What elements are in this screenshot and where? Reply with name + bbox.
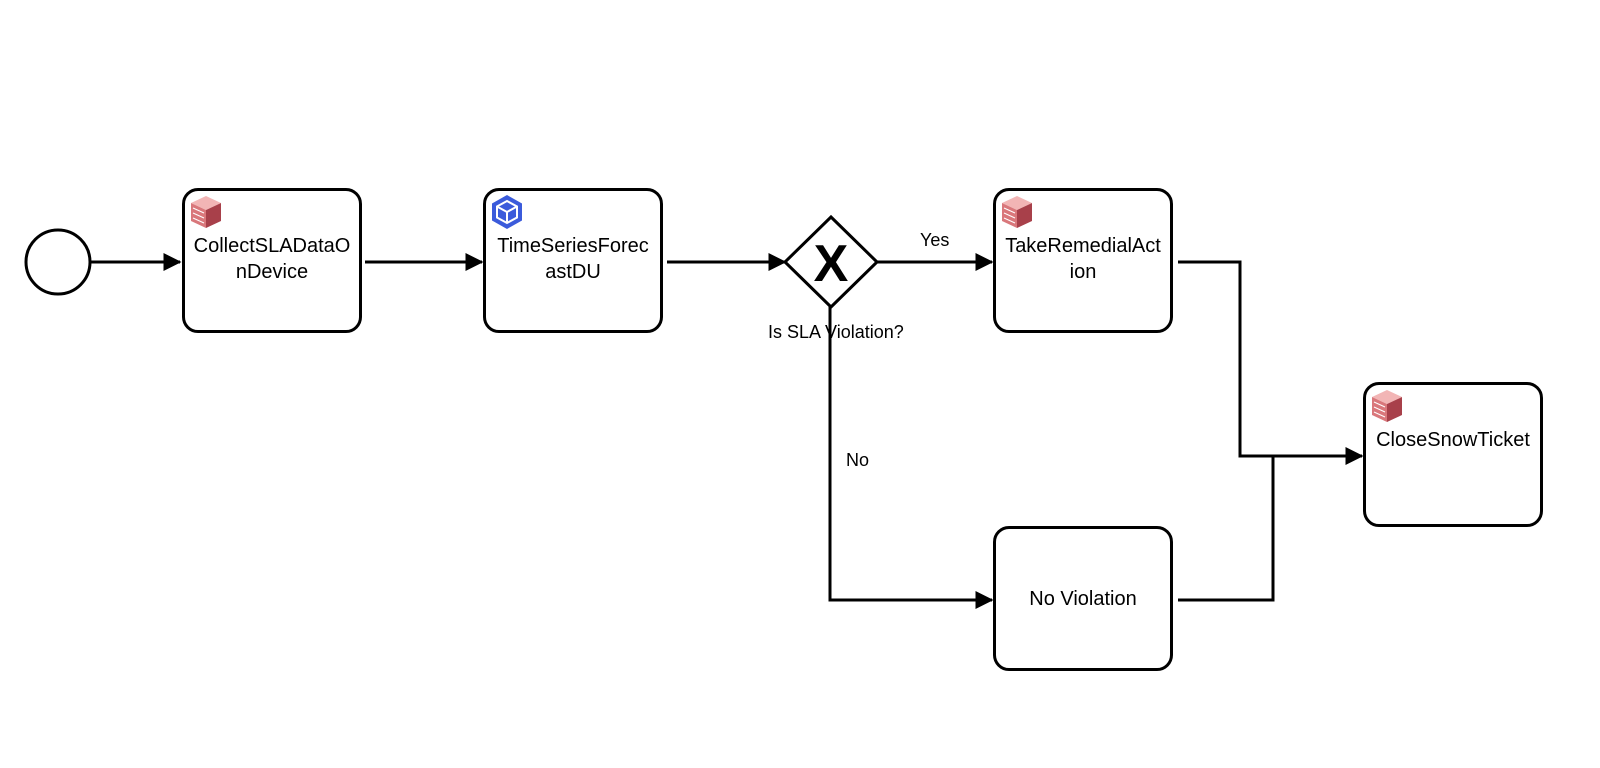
task-label: No Violation — [1029, 587, 1137, 610]
task-close-snow-ticket[interactable]: CloseSnowTicket — [1363, 382, 1543, 527]
edge-label-yes: Yes — [920, 230, 950, 250]
service-task-cube-icon — [1372, 390, 1402, 422]
task-label: TimeSeriesForecastDU — [497, 235, 649, 283]
flow-noviolation-to-close[interactable] — [1178, 456, 1275, 602]
edge-label-no: No — [846, 450, 870, 470]
flow-remedial-to-close[interactable] — [1178, 260, 1364, 465]
service-task-cube-icon — [191, 196, 221, 228]
flow-gateway-no[interactable] — [828, 306, 994, 609]
service-task-cube-icon — [1002, 196, 1032, 228]
task-label: CloseSnowTicket — [1376, 429, 1530, 451]
task-label: TakeRemedialAction — [1005, 235, 1161, 283]
task-take-remedial-action[interactable]: TakeRemedialAction — [993, 188, 1173, 333]
sequence-flows — [90, 253, 1364, 609]
task-label: CollectSLADataOnDevice — [193, 235, 351, 283]
task-no-violation[interactable]: No Violation — [993, 526, 1173, 671]
start-event[interactable] — [24, 228, 92, 296]
task-collect-sla-data[interactable]: CollectSLADataOnDevice — [182, 188, 362, 333]
gateway-symbol: X — [814, 235, 849, 293]
exclusive-gateway[interactable]: X — [782, 214, 880, 310]
ai-task-hex-icon — [492, 195, 522, 229]
task-time-series-forecast[interactable]: TimeSeriesForecastDU — [483, 188, 663, 333]
gateway-label: Is SLA Violation? — [768, 322, 904, 342]
